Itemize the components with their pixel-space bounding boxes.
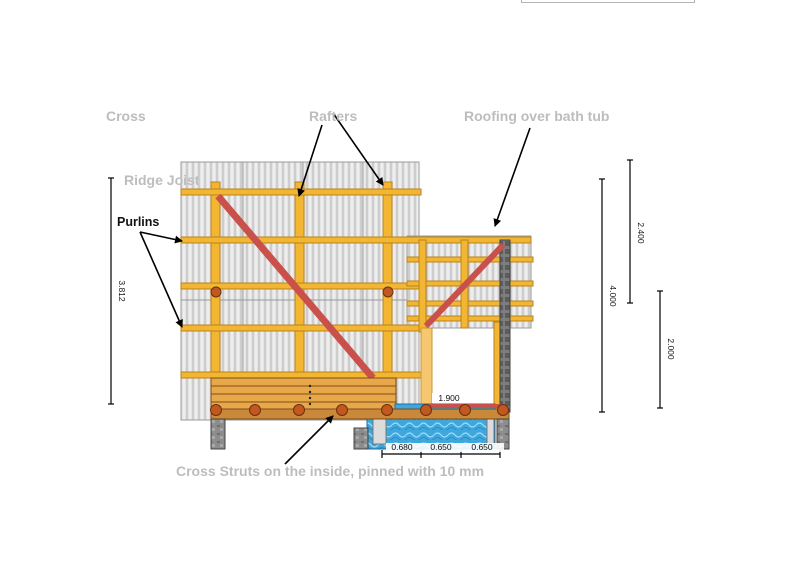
chain-post (499, 239, 511, 413)
tub-brace (423, 242, 506, 329)
label-cross: Cross (106, 108, 146, 124)
tub-width-dim: 1.900 (432, 393, 467, 403)
floor-beam (210, 408, 510, 420)
dim-seg3: 0.650 (471, 442, 493, 452)
main-brace (215, 193, 376, 381)
footing (210, 418, 226, 450)
purlin (180, 236, 532, 244)
purlin (180, 324, 422, 332)
dim-upper-right: 2.400 (636, 222, 646, 244)
dim-seg2: 0.650 (430, 442, 452, 452)
callout-arrows (139, 112, 531, 465)
purlin (180, 371, 422, 379)
dim-tub-width: 1.900 (438, 393, 460, 403)
tub-post (420, 327, 433, 411)
dimension-lines (108, 159, 663, 458)
cross-braces (215, 193, 506, 381)
dim-seg1: 0.680 (391, 442, 413, 452)
bench (210, 377, 397, 410)
dim-lower-right: 2.000 (666, 338, 676, 360)
footing (353, 427, 369, 450)
label-cross-struts: Cross Struts on the inside, pinned with … (176, 463, 484, 479)
label-rafters: Rafters (309, 108, 357, 124)
label-purlins: Purlins (117, 215, 159, 229)
segment-dims: 0.680 0.650 0.650 (386, 442, 504, 452)
dim-left-height: 3.812 (117, 280, 127, 302)
toolbar-box[interactable] (521, 0, 695, 3)
bolts (210, 286, 509, 416)
label-ridge-joist: Ridge Joist (124, 172, 200, 188)
dim-overall-height: 4.000 (608, 285, 618, 307)
label-roofing: Roofing over bath tub (464, 108, 609, 124)
footings (210, 418, 510, 450)
